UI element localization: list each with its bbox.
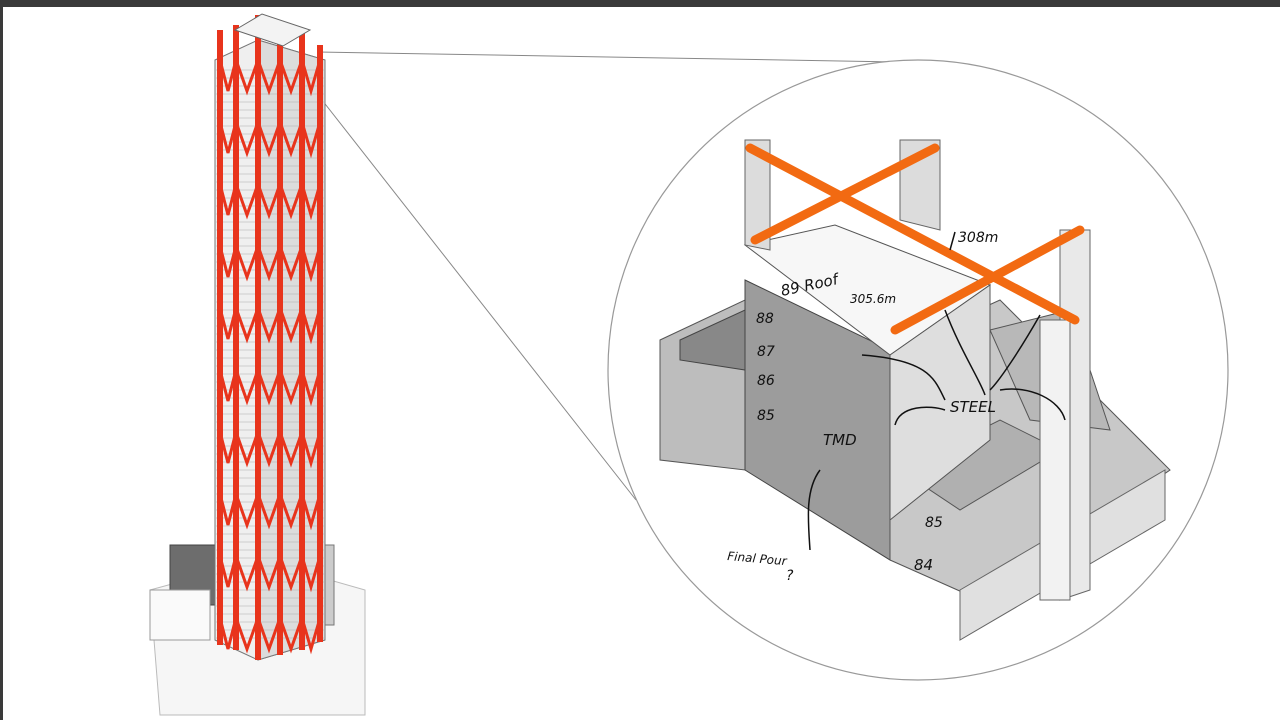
brace-chevron — [278, 59, 304, 96]
brace-chevron — [234, 617, 260, 654]
brace-chevron — [256, 555, 282, 592]
label-85-right: 85 — [925, 515, 943, 531]
brace-chevron — [256, 121, 282, 158]
label-question: ? — [786, 568, 794, 584]
label-305-6m: 305.6m — [850, 292, 896, 306]
brace-chevron — [256, 493, 282, 530]
callout-line-bottom — [321, 99, 637, 501]
label-308m: 308m — [958, 230, 998, 246]
label-88: 88 — [756, 311, 774, 327]
tower-shaft — [214, 13, 326, 661]
brace-chevron — [234, 183, 260, 220]
label-final-pour: Final Pour — [727, 549, 789, 568]
brace-chevron — [278, 555, 304, 592]
brace-chevron — [256, 183, 282, 220]
brace-chevron — [278, 307, 304, 344]
brace-chevron — [234, 121, 260, 158]
label-87: 87 — [757, 344, 775, 360]
brace-chevron — [256, 431, 282, 468]
brace-chevron — [256, 59, 282, 96]
label-tmd: TMD — [823, 431, 857, 449]
brace-chevron — [234, 59, 260, 96]
brace-chevron — [234, 369, 260, 406]
brace-chevron — [278, 369, 304, 406]
brace-chevron — [278, 121, 304, 158]
brace-chevron — [278, 183, 304, 220]
label-steel: STEEL — [950, 398, 996, 416]
brace-chevron — [256, 307, 282, 344]
brace-chevron — [278, 431, 304, 468]
brace-chevron — [234, 307, 260, 344]
label-86: 86 — [757, 373, 775, 389]
label-85-left: 85 — [757, 408, 775, 424]
brace-chevron — [234, 493, 260, 530]
window-top-border — [0, 0, 1280, 7]
brace-chevron — [278, 493, 304, 530]
brace-chevron — [234, 555, 260, 592]
brace-chevron — [278, 245, 304, 282]
brace-chevron — [256, 617, 282, 654]
brace-chevron — [256, 245, 282, 282]
annotation-leaders — [807, 231, 1066, 551]
brace-chevron — [234, 245, 260, 282]
brace-chevron — [256, 369, 282, 406]
callout-line-top — [317, 51, 901, 63]
label-84: 84 — [914, 556, 933, 574]
brace-chevron — [234, 431, 260, 468]
window-left-border — [0, 0, 3, 720]
detail-model — [659, 139, 1171, 641]
brace-chevron — [278, 617, 304, 654]
